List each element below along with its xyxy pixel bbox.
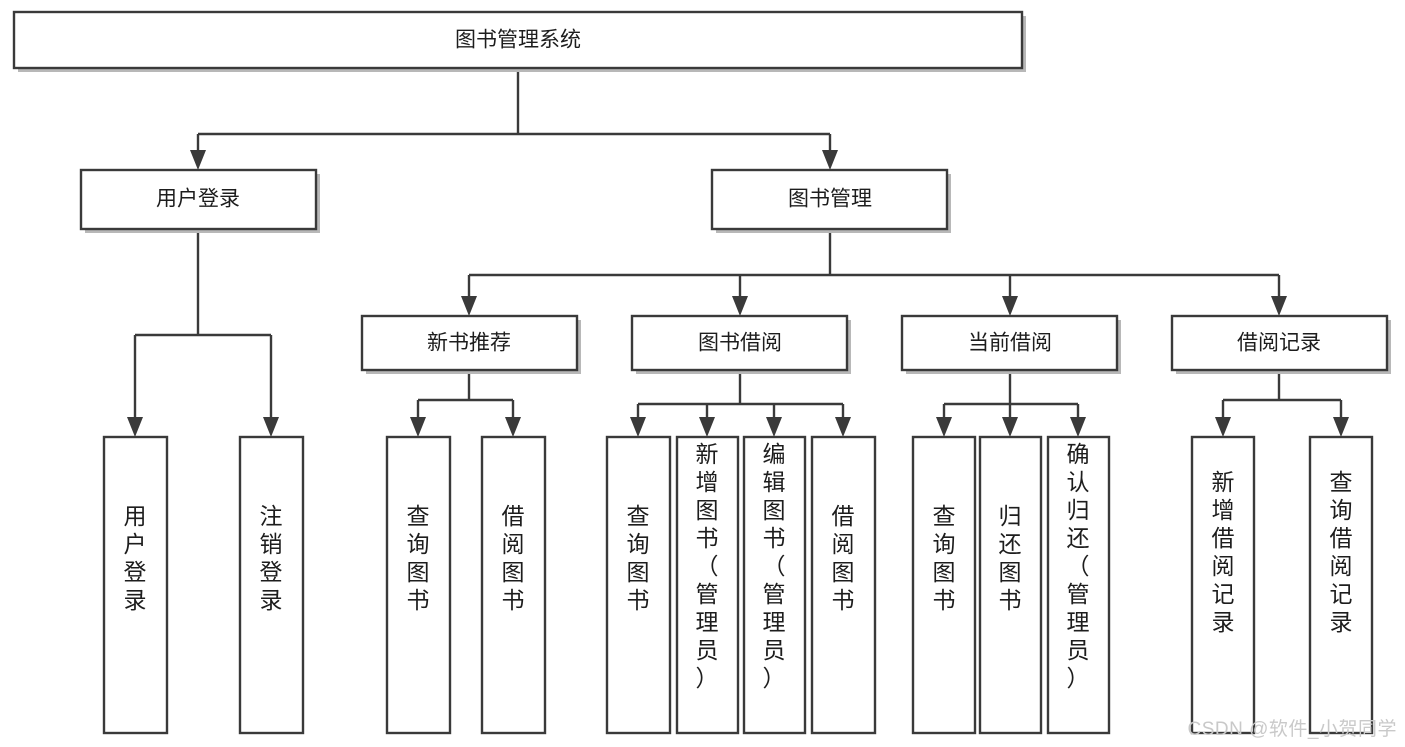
node-root-rect[interactable] [12,10,1024,70]
node-leaf-user-logout-label: 注销登录 [260,503,283,613]
arrow-head-leaf-borrow-book-1 [505,417,521,437]
node-current-borrow[interactable]: 当前借阅 [900,314,1121,374]
node-leaf-borrow-book-2-rect[interactable] [810,435,877,735]
node-leaf-query-book-2-rect[interactable] [605,435,672,735]
arrow-head-leaf-confirm-return [1070,417,1086,437]
node-leaf-borrow-book-1-rect[interactable] [480,435,547,735]
arrow-head-user-login [190,150,206,170]
node-leaf-return-book[interactable]: 归还图书 [978,435,1043,735]
node-current-borrow-rect[interactable] [900,314,1119,372]
node-current-borrow-label: 当前借阅 [968,332,1052,355]
node-borrow-record-label: 借阅记录 [1237,332,1321,355]
node-book-manage-label: 图书管理 [788,188,872,211]
node-leaf-user-logout-rect[interactable] [238,435,305,735]
node-user-login-label: 用户登录 [156,188,240,211]
node-book-manage-rect[interactable] [710,168,949,231]
arrow-head-leaf-query-book-1 [410,417,426,437]
node-root-label: 图书管理系统 [455,29,581,52]
arrow-head-new-book-recommend [461,296,477,316]
node-leaf-borrow-book-2-label: 借阅图书 [832,503,855,613]
node-leaf-query-book-1-rect[interactable] [385,435,452,735]
node-borrow-record-rect[interactable] [1170,314,1389,372]
arrow-head-leaf-user-login [127,417,143,437]
arrow-head-borrow-record [1271,296,1287,316]
node-leaf-query-book-2-label: 查询图书 [627,503,650,613]
node-leaf-query-book-3[interactable]: 查询图书 [911,435,977,735]
arrow-head-leaf-return-book [1002,417,1018,437]
node-leaf-user-login-rect[interactable] [102,435,169,735]
node-user-login[interactable]: 用户登录 [79,168,320,233]
node-leaf-confirm-return-rect[interactable] [1046,435,1111,735]
arrow-head-current-borrow [1002,296,1018,316]
node-leaf-return-book-label: 归还图书 [999,503,1022,613]
node-leaf-confirm-return-label: 确认归还（管理员） [1067,441,1090,691]
node-book-borrow[interactable]: 图书借阅 [630,314,851,374]
connector-layer [127,68,1349,437]
node-leaf-query-record[interactable]: 查询借阅记录 [1308,435,1374,735]
node-leaf-query-record-label: 查询借阅记录 [1330,469,1353,635]
arrow-head-leaf-borrow-book-2 [835,417,851,437]
node-leaf-borrow-book-1-label: 借阅图书 [502,503,525,613]
node-leaf-user-login[interactable]: 用户登录 [102,435,169,735]
node-leaf-user-logout[interactable]: 注销登录 [238,435,305,735]
arrow-head-leaf-query-book-2 [630,417,646,437]
node-leaf-add-book[interactable]: 新增图书（管理员） [675,435,740,735]
arrow-head-book-borrow [732,296,748,316]
node-leaf-query-record-rect[interactable] [1308,435,1374,735]
node-leaf-query-book-1-label: 查询图书 [407,503,430,613]
arrow-head-leaf-user-logout [263,417,279,437]
node-leaf-query-book-2[interactable]: 查询图书 [605,435,672,735]
node-leaf-edit-book-rect[interactable] [742,435,807,735]
node-leaf-add-record-rect[interactable] [1190,435,1256,735]
node-borrow-record[interactable]: 借阅记录 [1170,314,1391,374]
node-leaf-add-book-rect[interactable] [675,435,740,735]
node-leaf-edit-book[interactable]: 编辑图书（管理员） [742,435,807,735]
node-leaf-user-login-label: 用户登录 [124,503,147,613]
node-new-book-recommend-rect[interactable] [360,314,579,372]
node-book-manage[interactable]: 图书管理 [710,168,951,233]
node-new-book-recommend[interactable]: 新书推荐 [360,314,581,374]
node-root[interactable]: 图书管理系统 [12,10,1026,72]
node-leaf-borrow-book-1[interactable]: 借阅图书 [480,435,547,735]
node-user-login-rect[interactable] [79,168,318,231]
arrow-head-leaf-add-record [1215,417,1231,437]
node-leaf-borrow-book-2[interactable]: 借阅图书 [810,435,877,735]
node-leaf-query-book-1[interactable]: 查询图书 [385,435,452,735]
node-book-borrow-label: 图书借阅 [698,332,782,355]
node-leaf-confirm-return[interactable]: 确认归还（管理员） [1046,435,1111,735]
node-leaf-add-record-label: 新增借阅记录 [1212,469,1235,635]
node-leaf-query-book-3-label: 查询图书 [933,503,956,613]
node-book-borrow-rect[interactable] [630,314,849,372]
arrow-head-leaf-add-book [699,417,715,437]
arrow-head-leaf-query-book-3 [936,417,952,437]
node-leaf-query-book-3-rect[interactable] [911,435,977,735]
arrow-head-book-manage [822,150,838,170]
node-leaf-add-book-label: 新增图书（管理员） [696,441,719,691]
arrow-head-leaf-edit-book [766,417,782,437]
node-leaf-add-record[interactable]: 新增借阅记录 [1190,435,1256,735]
node-leaf-return-book-rect[interactable] [978,435,1043,735]
node-new-book-recommend-label: 新书推荐 [427,332,511,355]
arrow-head-leaf-query-record [1333,417,1349,437]
node-leaf-edit-book-label: 编辑图书（管理员） [763,441,786,691]
